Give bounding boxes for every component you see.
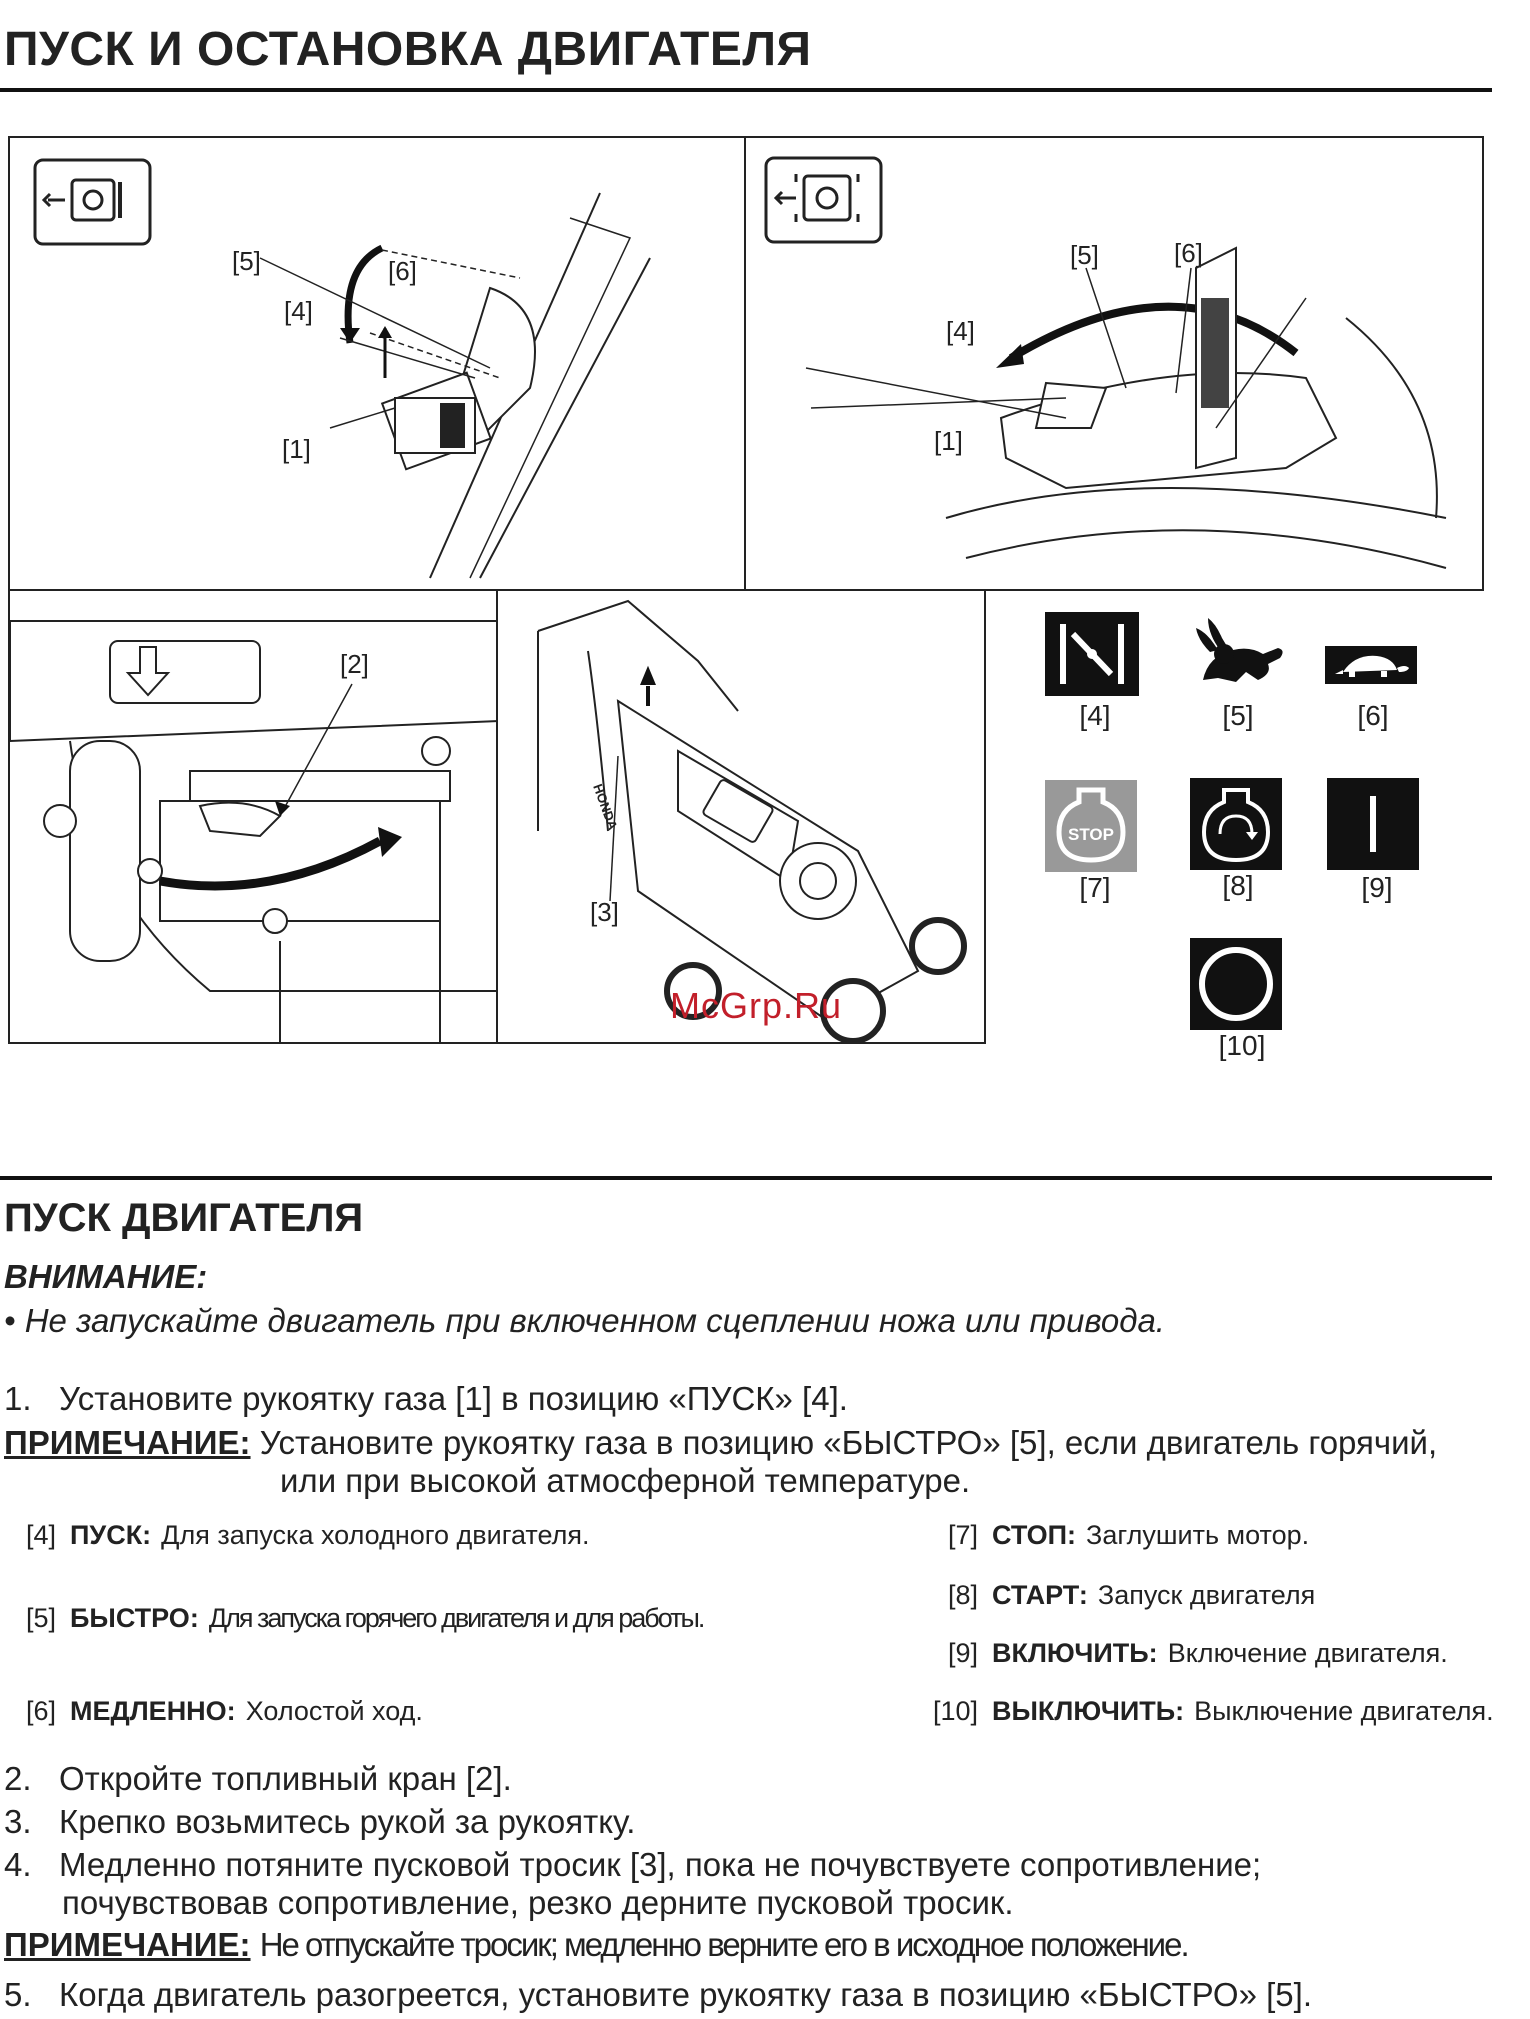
watermark: McGrp.Ru xyxy=(670,985,843,1026)
start-rotation-icon xyxy=(1190,778,1282,875)
page-title: ПУСК И ОСТАНОВКА ДВИГАТЕЛЯ xyxy=(4,23,812,76)
callout-6: [6] xyxy=(1174,238,1203,268)
legend-item-5: [5]БЫСТРО:Для запуска горячего двигателя… xyxy=(26,1603,705,1633)
callout-2: [2] xyxy=(340,649,369,679)
step-4-continued: почувствовав сопротивление, резко дернит… xyxy=(62,1884,1014,1921)
step-2: 2.Откройте топливный кран [2]. xyxy=(4,1760,512,1797)
callout-4: [4] xyxy=(946,316,975,346)
throttle-console-illustration xyxy=(764,156,1447,569)
warning-heading: ВНИМАНИЕ: xyxy=(4,1258,208,1295)
figure-panel-throttle-console: [5] [6] [4] [1] xyxy=(744,136,1484,591)
step-3: 3.Крепко возьмитесь рукой за рукоятку. xyxy=(4,1803,636,1840)
callout-3: [3] xyxy=(590,897,619,927)
off-icon xyxy=(1190,938,1282,1035)
symbol-label-9: [9] xyxy=(1361,872,1393,903)
callout-5: [5] xyxy=(232,246,261,276)
symbol-label-7: [7] xyxy=(1079,872,1111,903)
title-rule xyxy=(0,88,1492,92)
callout-1: [1] xyxy=(282,434,311,464)
callout-6: [6] xyxy=(388,256,417,286)
legend-item-10: [10]ВЫКЛЮЧИТЬ:Выключение двигателя. xyxy=(932,1696,1494,1726)
rabbit-fast-icon xyxy=(1188,608,1288,697)
step-5: 5.Когда двигатель разогреется, установит… xyxy=(4,1976,1312,2013)
symbol-label-6: [6] xyxy=(1357,700,1389,731)
callout-5: [5] xyxy=(1070,240,1099,270)
step-1: 1.Установите рукоятку газа [1] в позицию… xyxy=(4,1380,848,1417)
section-heading: ПУСК ДВИГАТЕЛЯ xyxy=(4,1196,364,1240)
on-icon xyxy=(1327,778,1419,875)
choke-icon xyxy=(1045,612,1139,701)
legend-item-8: [8]СТАРТ:Запуск двигателя xyxy=(947,1580,1316,1610)
note-1: ПРИМЕЧАНИЕ: Установите рукоятку газа в п… xyxy=(4,1424,1438,1461)
callout-1: [1] xyxy=(934,426,963,456)
throttle-handle-illustration xyxy=(33,158,651,579)
symbol-label-10: [10] xyxy=(1218,1030,1266,1061)
figure-panel-starter-cord: HONDA [3] xyxy=(496,589,986,1044)
stop-icon: STOP xyxy=(1045,780,1137,877)
figure-panel-throttle-handle: [5] [6] [4] [1] xyxy=(8,136,746,591)
symbol-label-5: [5] xyxy=(1222,700,1254,731)
figure-panel-fuel-valve: [2] xyxy=(8,589,498,1044)
warning-item: • Не запускайте двигатель при включенном… xyxy=(4,1302,1165,1339)
step-4: 4.Медленно потяните пусковой тросик [3],… xyxy=(4,1846,1262,1883)
note-2: ПРИМЕЧАНИЕ: Не отпускайте тросик; медлен… xyxy=(4,1926,1190,1963)
svg-text:STOP: STOP xyxy=(1068,825,1114,844)
symbol-label-4: [4] xyxy=(1079,700,1111,731)
section-rule xyxy=(0,1176,1492,1180)
note-1-continued: или при высокой атмосферной температуре. xyxy=(280,1462,971,1499)
starter-cord-illustration: HONDA xyxy=(537,599,967,1042)
legend-item-6: [6]МЕДЛЕННО:Холостой ход. xyxy=(26,1696,423,1726)
turtle-slow-icon xyxy=(1325,646,1417,689)
fuel-valve-illustration xyxy=(10,620,496,1042)
legend-item-7: [7]СТОП:Заглушить мотор. xyxy=(947,1520,1310,1550)
legend-item-4: [4]ПУСК:Для запуска холодного двигателя. xyxy=(26,1520,590,1550)
legend-item-9: [9]ВКЛЮЧИТЬ:Включение двигателя. xyxy=(947,1638,1448,1668)
callout-4: [4] xyxy=(284,296,313,326)
symbol-label-8: [8] xyxy=(1222,870,1254,901)
